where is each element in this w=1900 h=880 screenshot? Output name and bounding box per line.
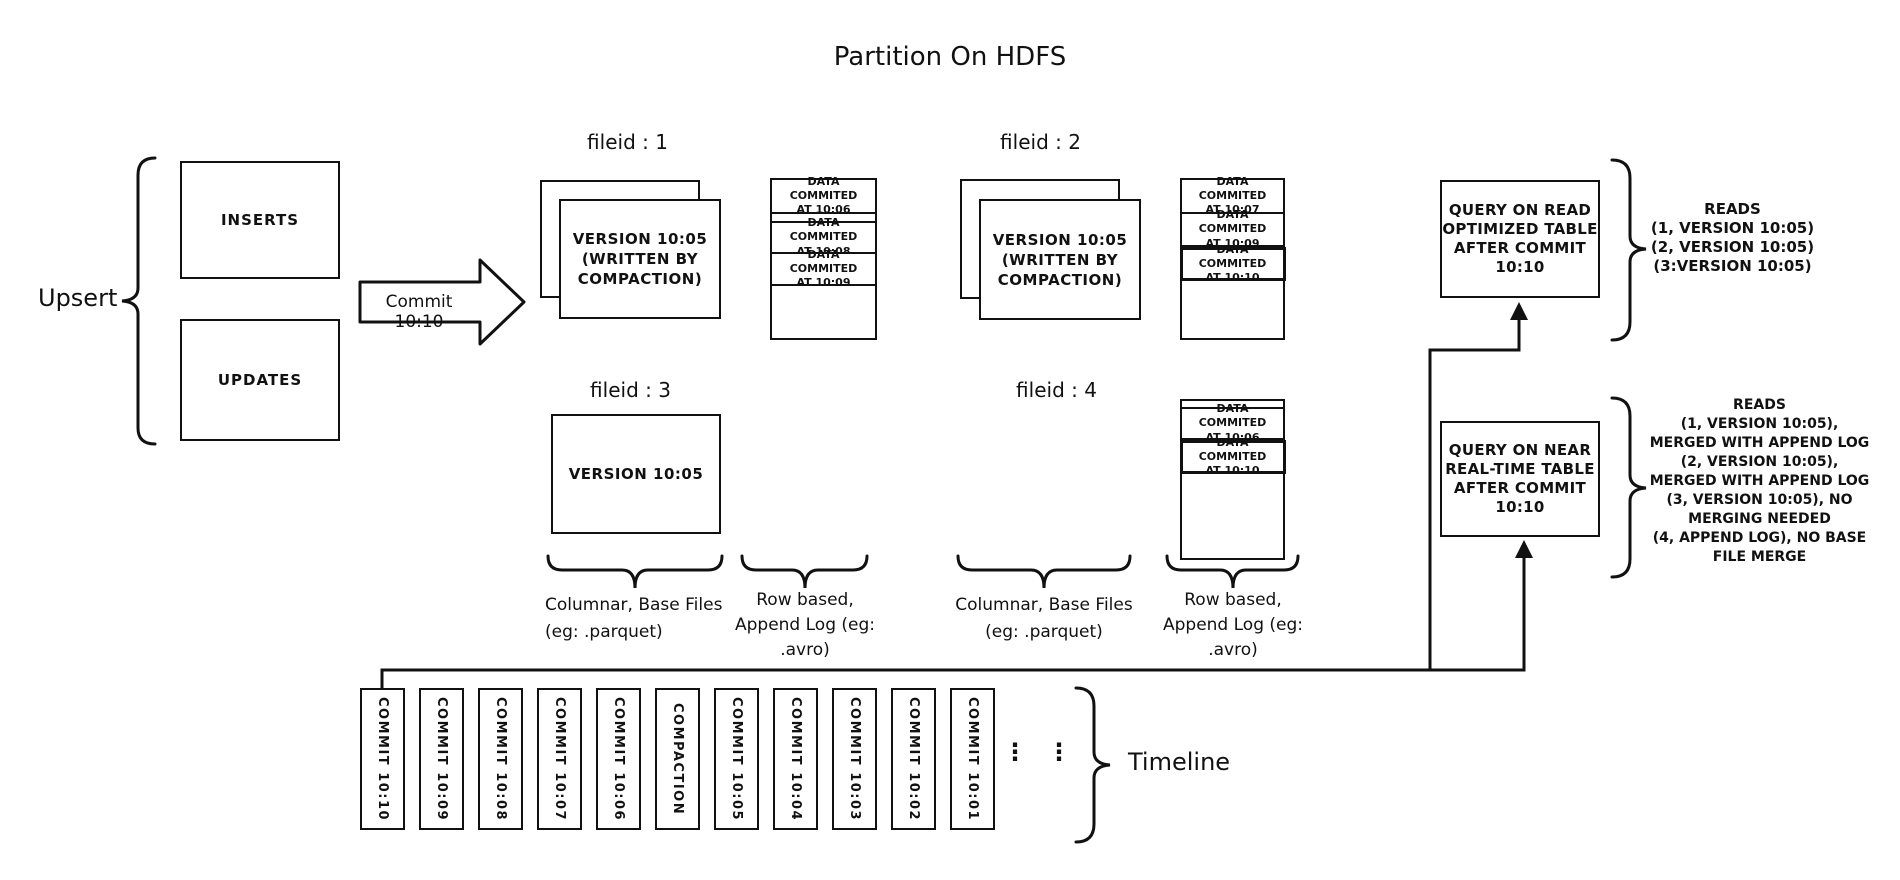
timeline-commit-box: COMMIT 10:07: [537, 688, 582, 830]
filegroup2-append-log: DATA COMMITED AT 10:07 DATA COMMITED AT …: [1179, 175, 1286, 340]
log-segment: DATA COMMITED AT 10:06: [772, 175, 875, 216]
reads2-brace: [1610, 396, 1647, 579]
filegroup1-label: fileid : 1: [587, 130, 668, 154]
timeline-commit-box: COMMIT 10:10: [360, 688, 405, 830]
timeline-commit-box: COMMIT 10:03: [832, 688, 877, 830]
updates-box: UPDATES: [180, 319, 340, 441]
row-based-append-log-label-1: Row based, Append Log (eg: .avro): [734, 590, 876, 660]
read-optimized-reads-text: READS (1, VERSION 10:05) (2, VERSION 10:…: [1650, 200, 1815, 275]
log-empty-space: [1182, 474, 1283, 558]
log-empty-space: [1182, 281, 1283, 338]
filegroup3-label: fileid : 3: [590, 378, 671, 402]
timeline-ellipsis: ⋮: [1003, 738, 1027, 766]
timeline-commit-box: COMMIT 10:02: [891, 688, 936, 830]
timeline-compaction-box: COMPACTION: [655, 688, 700, 830]
timeline-label: Timeline: [1128, 748, 1231, 776]
log-segment: DATA COMMITED AT 10:06: [1182, 402, 1283, 444]
columnar-base-files-label-1: Columnar, Base Files (eg: .parquet): [545, 595, 723, 642]
row-based-append-log-label-2: Row based, Append Log (eg: .avro): [1162, 590, 1304, 660]
timeline-brace: [1074, 686, 1111, 844]
query-near-realtime-box: QUERY ON NEAR REAL-TIME TABLE AFTER COMM…: [1440, 421, 1600, 537]
log-segment: DATA COMMITED AT 10:09: [1182, 208, 1283, 250]
log-gap: [1182, 401, 1283, 409]
timeline-commit-box: COMMIT 10:09: [419, 688, 464, 830]
timeline-commit-box: COMMIT 10:04: [773, 688, 818, 830]
columnar2-underbrace: [956, 554, 1132, 589]
timeline-commit-box: COMMIT 10:08: [478, 688, 523, 830]
inserts-box: INSERTS: [180, 161, 340, 279]
page-title: Partition On HDFS: [833, 42, 1067, 72]
filegroup4-label: fileid : 4: [1016, 378, 1097, 402]
query-read-optimized-box: QUERY ON READ OPTIMIZED TABLE AFTER COMM…: [1440, 180, 1600, 298]
log-segment: DATA COMMITED AT 10:09: [772, 248, 875, 289]
rowbased2-underbrace: [1165, 554, 1300, 589]
filegroup1-append-log: DATA COMMITED AT 10:06 DATA COMMITED AT …: [770, 175, 877, 340]
log-gap: [772, 214, 875, 223]
reads1-brace: [1610, 158, 1647, 342]
near-realtime-reads-text: READS (1, VERSION 10:05), MERGED WITH AP…: [1649, 397, 1870, 565]
columnar-base-files-label-2: Columnar, Base Files (eg: .parquet): [955, 595, 1133, 642]
filegroup3-base-box: VERSION 10:05: [551, 414, 721, 534]
filegroup2-label: fileid : 2: [1000, 130, 1081, 154]
commit-arrow-label: Commit 10:10: [385, 292, 453, 332]
filegroup1-base-box: VERSION 10:05 (WRITTEN BY COMPACTION): [559, 199, 721, 319]
log-segment-latest: DATA COMMITED AT 10:10: [1179, 436, 1286, 477]
rowbased1-underbrace: [740, 554, 869, 589]
upsert-brace: [121, 156, 157, 446]
nearrealtime-arrowhead: [1515, 540, 1533, 558]
log-empty-space: [772, 286, 875, 338]
upsert-label: Upsert: [38, 284, 118, 312]
timeline-commit-box: COMMIT 10:01: [950, 688, 995, 830]
log-segment-latest: DATA COMMITED AT 10:10: [1179, 243, 1286, 284]
timeline-commit-box: COMMIT 10:05: [714, 688, 759, 830]
columnar1-underbrace: [546, 554, 724, 589]
readoptimized-arrowhead: [1510, 302, 1528, 320]
filegroup4-append-log: DATA COMMITED AT 10:06 DATA COMMITED AT …: [1179, 399, 1286, 560]
timeline-commit-box: COMMIT 10:06: [596, 688, 641, 830]
filegroup2-base-box: VERSION 10:05 (WRITTEN BY COMPACTION): [979, 199, 1141, 320]
log-segment: DATA COMMITED AT 10:07: [1182, 175, 1283, 216]
timeline-ellipsis: ⋮: [1047, 738, 1071, 766]
